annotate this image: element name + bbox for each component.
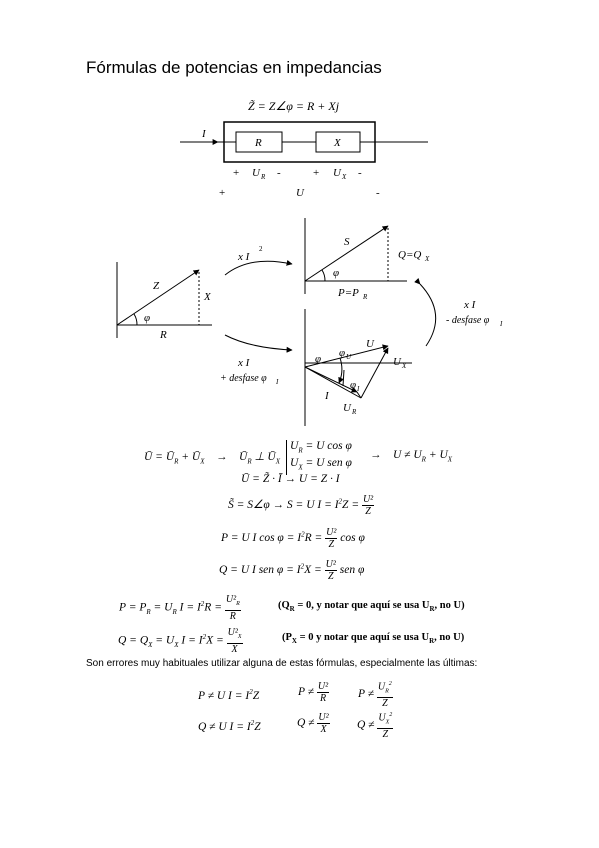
page-title: Fórmulas de potencias en impedancias xyxy=(86,58,382,77)
reactance xyxy=(315,131,361,153)
z-label: Z xyxy=(153,280,160,292)
arrow-to-power xyxy=(224,259,293,276)
i-vector xyxy=(304,366,358,393)
arrow2-label: x I xyxy=(237,357,251,369)
ur-sub: R xyxy=(260,173,266,181)
arrow3-sub: - desfase φ xyxy=(446,315,490,326)
phi-arc xyxy=(133,313,138,326)
phii-label: φ xyxy=(350,379,356,391)
ur-plus: + xyxy=(233,167,239,179)
p-label: P=P xyxy=(337,287,359,299)
ur-label: U xyxy=(252,167,261,179)
resistor-label: R xyxy=(254,137,262,149)
phii-line xyxy=(342,369,345,387)
v-ux-sub: X xyxy=(401,362,407,370)
arrow2-sub: + desfase φ xyxy=(220,373,267,384)
v-phi-label: φ xyxy=(315,353,321,365)
phiu-label: φ xyxy=(339,347,345,359)
formula-voltage-sum: Ū = ŪR + ŪX → ŪR ⊥ ŪX xyxy=(144,451,280,466)
u-label: U xyxy=(296,187,305,199)
ur-vector-tip xyxy=(356,391,362,399)
q-label: Q=Q xyxy=(398,249,421,261)
phi-label: φ xyxy=(144,312,150,324)
arrow2-sub-i: I xyxy=(275,378,279,386)
u-minus: - xyxy=(376,187,380,199)
ux-plus: + xyxy=(313,167,319,179)
s-vector xyxy=(304,225,389,282)
ux-minus: - xyxy=(358,167,362,179)
arrow-back xyxy=(414,278,437,347)
arrow3-label: x I xyxy=(463,299,477,311)
u-plus: + xyxy=(219,187,225,199)
formula-inequality: → U ≠ UR + UX xyxy=(370,449,453,464)
error-formula-4: Q ≠ U I = I2Z xyxy=(198,719,261,733)
reactance-label: X xyxy=(333,137,342,149)
s-phi-arc xyxy=(321,269,326,282)
current-label: I xyxy=(201,128,207,140)
x-label: X xyxy=(203,291,212,303)
v-i-label: I xyxy=(324,390,330,402)
r-label: R xyxy=(159,329,167,341)
v-ur-label: U xyxy=(343,402,352,414)
arrow1-label: x I xyxy=(237,251,251,263)
ux-label: U xyxy=(333,167,342,179)
ur-vector xyxy=(304,366,362,399)
s-phi-label: φ xyxy=(333,267,339,279)
v-u-label: U xyxy=(366,338,375,350)
p-sub: R xyxy=(362,293,368,301)
formula-system: UR = U cos φ UX = U sen φ xyxy=(286,440,352,475)
formula-ohm: Ū = Z̃ · Ī → U = Z · I xyxy=(241,473,340,485)
q-sub: X xyxy=(424,255,430,263)
v-ux-label: U xyxy=(393,356,402,368)
impedance-equation: Z̃ = Z∠φ = R + Xj xyxy=(248,99,340,113)
arrow1-exp: 2 xyxy=(259,245,263,253)
phii-sub: I xyxy=(356,385,360,393)
z-vector xyxy=(116,269,200,326)
circuit-diagram: Z̃ = Z∠φ = R + Xj I R X + U R - + U X - … xyxy=(116,99,503,426)
v-ur-sub: R xyxy=(351,408,357,416)
ur-minus: - xyxy=(277,167,281,179)
ux-sub: X xyxy=(341,173,347,181)
ux-vector xyxy=(360,347,389,399)
s-label: S xyxy=(344,236,350,248)
formula-reactive-note: (PX = 0 y notar que aquí se usa UR, no U… xyxy=(282,632,465,646)
error-formula-1: P ≠ U I = I2Z xyxy=(198,688,260,702)
arrow-to-voltage xyxy=(224,334,293,353)
phiu-arc xyxy=(338,357,344,384)
resistor xyxy=(235,131,283,153)
arrow3-sub-i: I xyxy=(499,320,503,328)
common-errors-note: Son errores muy habituales utilizar algu… xyxy=(86,658,478,669)
formula-active-note: (QR = 0, y notar que aquí se usa UR, no … xyxy=(278,600,465,614)
phiu-sub: U xyxy=(346,353,352,361)
u-vector xyxy=(304,344,389,368)
